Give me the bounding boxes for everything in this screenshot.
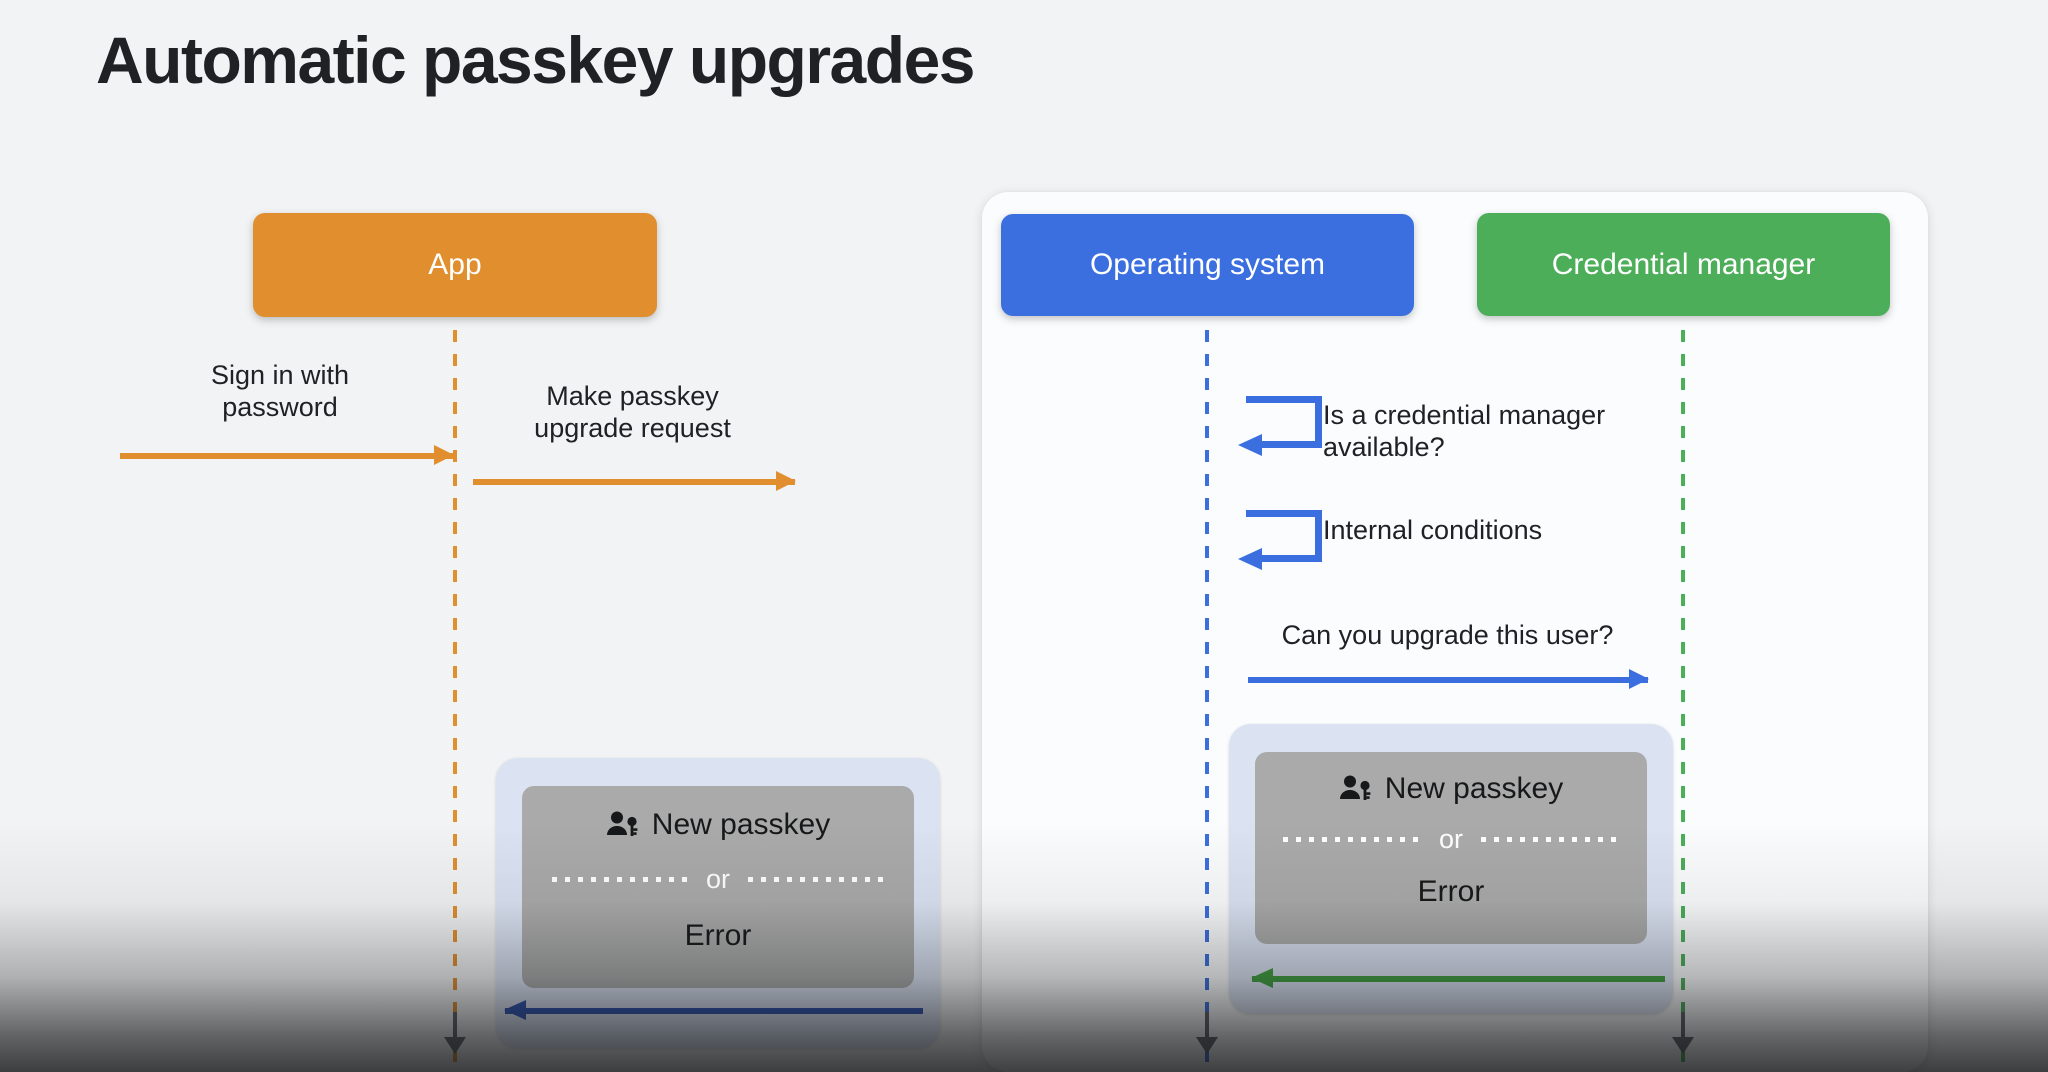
self-message-arrow-credential-manager-available (1238, 396, 1328, 456)
message-label-can-you-upgrade-this-user: Can you upgrade this user? (1281, 620, 1614, 650)
actor-app[interactable]: App (253, 213, 657, 317)
lifeline-cm-arrowhead-icon (1672, 1037, 1694, 1054)
message-arrow-sign-in (120, 445, 454, 465)
result-secondary-label: Error (1417, 875, 1485, 908)
loop-top-segment (1246, 510, 1322, 517)
divider-dots-right (1481, 837, 1620, 842)
result-or-divider: or (522, 864, 914, 895)
arrow-shaft (473, 479, 795, 485)
lifeline-cm-stem (1681, 1012, 1685, 1038)
lifeline-app-arrowhead-icon (444, 1037, 466, 1054)
result-or-divider: or (1255, 824, 1647, 855)
self-message-arrow-internal-conditions (1238, 510, 1328, 570)
result-card-credential-manager: New passkey or Error (1255, 752, 1647, 944)
divider-dots-left (552, 877, 688, 882)
message-label-upgrade-request: Make passkey upgrade request (534, 381, 731, 443)
arrow-head-left-icon (1251, 968, 1273, 988)
arrow-head-left-icon (504, 1000, 526, 1020)
message-label-credential-manager-available: Is a credential manager available? (1323, 400, 1606, 462)
actor-credential-manager[interactable]: Credential manager (1477, 213, 1890, 316)
result-group-credential-manager: New passkey or Error (1229, 724, 1673, 1014)
arrow-head-left-icon (1238, 548, 1262, 570)
arrow-shaft (120, 453, 453, 459)
lifeline-os-arrowhead-icon (1196, 1037, 1218, 1054)
result-group-app: New passkey or Error (496, 758, 940, 1048)
result-or-label: or (1439, 824, 1464, 854)
lifeline-app-dashes (453, 330, 457, 1072)
arrow-head-right-icon (1629, 669, 1649, 689)
arrow-head-left-icon (1238, 434, 1262, 456)
arrow-head-right-icon (776, 471, 796, 491)
lifeline-operating-system (1196, 330, 1218, 1072)
page-title: Automatic passkey upgrades (96, 23, 975, 97)
arrow-shaft (505, 1008, 923, 1014)
message-label-internal-conditions: Internal conditions (1323, 515, 1543, 545)
actor-operating-system[interactable]: Operating system (1001, 214, 1414, 316)
result-primary-label: New passkey (651, 808, 831, 841)
message-arrow-can-you-upgrade-this-user (1248, 669, 1649, 689)
result-or-label: or (706, 864, 731, 894)
lifeline-app (444, 330, 466, 1072)
arrow-shaft (1248, 677, 1648, 683)
divider-dots-left (1283, 837, 1421, 842)
loop-top-segment (1246, 396, 1322, 403)
lifeline-app-stem (453, 1012, 457, 1038)
result-primary-label: New passkey (1384, 772, 1564, 805)
result-card-app: New passkey or Error (522, 786, 914, 988)
message-arrow-upgrade-request (473, 471, 796, 491)
return-arrow-credential-manager-to-os (1251, 968, 1665, 988)
loop-right-segment (1315, 396, 1322, 448)
loop-bottom-segment (1260, 555, 1322, 562)
person-key-icon (606, 810, 640, 840)
message-label-sign-in: Sign in with password (210, 360, 350, 422)
return-arrow-os-to-app (504, 1000, 923, 1020)
result-primary-row: New passkey (1339, 772, 1563, 806)
lifeline-os-stem (1205, 1012, 1209, 1038)
arrow-head-right-icon (434, 445, 454, 465)
lifeline-os-dashes (1205, 330, 1209, 1072)
loop-bottom-segment (1260, 441, 1322, 448)
lifeline-cm-dashes (1681, 330, 1685, 1072)
divider-dots-right (748, 877, 885, 882)
arrow-shaft (1252, 976, 1665, 982)
result-secondary-label: Error (684, 919, 752, 952)
result-primary-row: New passkey (606, 808, 830, 842)
person-key-icon (1339, 774, 1373, 804)
loop-right-segment (1315, 510, 1322, 562)
